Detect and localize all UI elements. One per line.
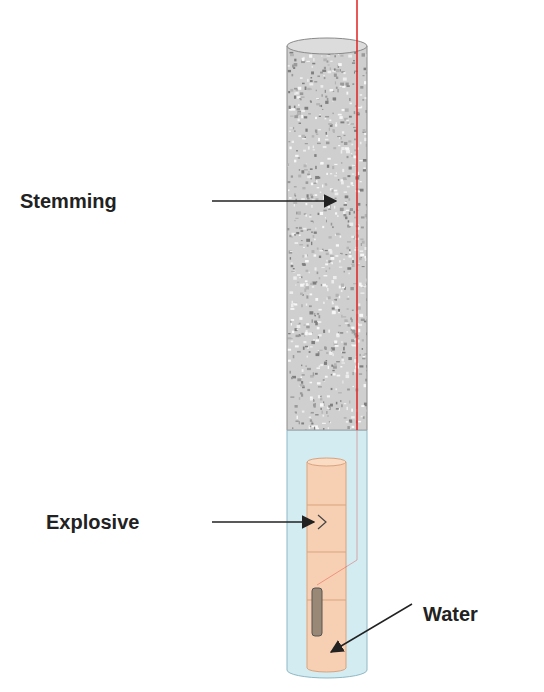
stemming-column	[287, 46, 367, 430]
cartridge-mark	[318, 515, 326, 529]
part-label: Explosive	[46, 511, 139, 533]
stemming-texture	[287, 46, 367, 430]
part-label: Stemming	[20, 190, 117, 212]
leader-arrow	[331, 604, 412, 652]
leader-arrow	[212, 521, 314, 523]
detonator-lead-hidden	[317, 430, 357, 585]
borehole-wall	[367, 46, 368, 430]
explosive-cartridges	[307, 458, 346, 672]
label-anchor: Explosive	[46, 510, 139, 534]
detonator	[312, 588, 322, 636]
borehole-collar	[287, 38, 367, 54]
water-column	[287, 430, 367, 678]
label-anchor: Stemming	[20, 189, 117, 213]
label-anchor: Water	[423, 602, 478, 626]
borehole-wall	[287, 46, 288, 430]
leader-arrow	[212, 200, 336, 202]
part-label: Water	[423, 603, 478, 625]
stemming-base	[287, 430, 367, 431]
detonating-wire	[356, 0, 358, 430]
